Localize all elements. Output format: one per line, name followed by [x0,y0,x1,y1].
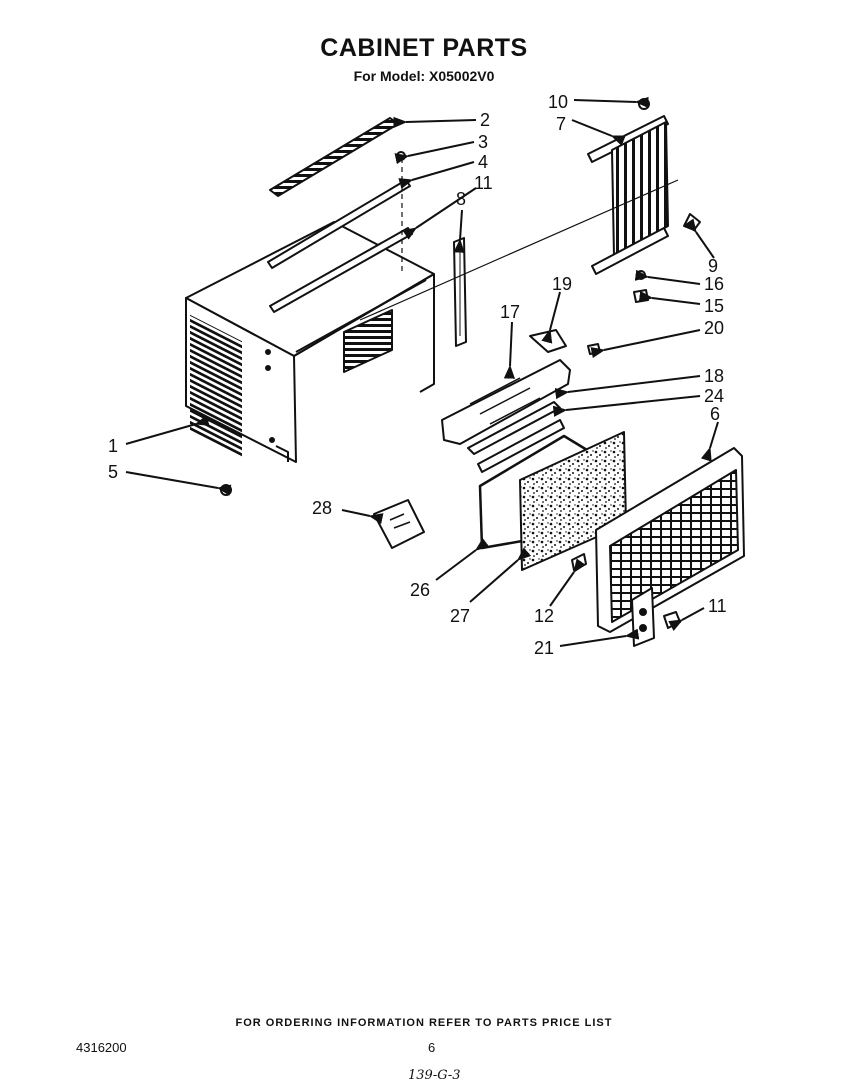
cabinet-shell [185,221,435,463]
callout-14: 12 [534,606,554,626]
ordering-note: FOR ORDERING INFORMATION REFER TO PARTS … [235,1017,613,1029]
callout-27: 27 [450,606,470,626]
callout-4: 4 [478,152,488,172]
callout-12: 11 [474,173,493,193]
screw-5 [220,484,232,496]
callout-18: 18 [704,366,724,386]
callout-28: 28 [312,498,332,518]
callout-6: 6 [710,404,720,424]
page-number: 6 [428,1040,436,1055]
callout-10: 10 [548,92,568,112]
screw-10 [638,98,650,110]
callout-15: 15 [704,296,724,316]
callout-19: 19 [552,274,572,294]
clip-20 [587,343,601,355]
callout-3: 3 [478,132,488,152]
callout-9: 9 [708,256,718,276]
clip-15 [633,289,649,303]
callout-17: 17 [500,302,520,322]
callout-21: 21 [534,638,554,658]
callout-26: 26 [410,580,430,600]
callout-5: 5 [108,462,118,482]
callout-20: 20 [704,318,724,338]
callout-1: 1 [108,436,118,456]
clip-14 [571,553,587,571]
document-number: 4316200 [76,1040,127,1055]
callout-11: 11 [708,596,727,616]
screw-3 [396,151,406,161]
booklet-28 [373,499,425,549]
callout-7: 7 [556,114,566,134]
model-subtitle: For Model: X05002V0 [353,68,495,84]
callout-2: 2 [480,110,490,130]
callout-24: 24 [704,386,724,406]
knob-11 [663,611,681,629]
callout-16: 16 [704,274,724,294]
handwritten-code: 139-G-3 [408,1068,461,1083]
callout-8: 8 [456,189,466,209]
screw-16 [636,270,646,280]
page-title: CABINET PARTS [320,34,528,62]
rear-coil-assembly [587,115,669,275]
front-grille [595,447,745,633]
top-rail-2 [269,117,399,197]
